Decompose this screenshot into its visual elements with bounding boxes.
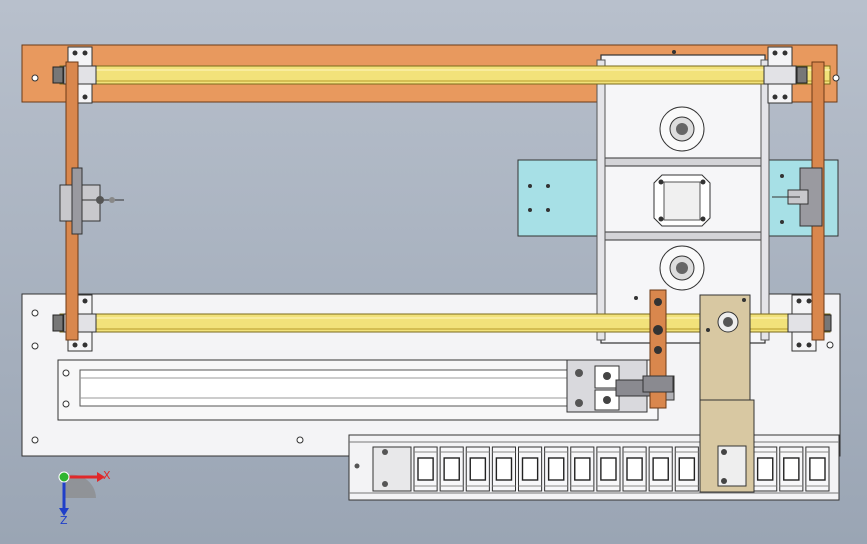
chain-link (805, 446, 830, 492)
side-arm-left (59, 61, 124, 341)
axis-triad: X Z (58, 469, 111, 527)
drag-chain (348, 434, 840, 501)
side-arm-right (772, 61, 825, 341)
chain-link (596, 446, 621, 492)
chain-link (674, 446, 699, 492)
chain-link (465, 446, 490, 492)
chain-link (753, 446, 778, 492)
chain-link (622, 446, 647, 492)
chain-link (491, 446, 516, 492)
chain-link (413, 446, 438, 492)
axis-z-label: Z (60, 514, 68, 527)
chain-link (570, 446, 595, 492)
chain-link (439, 446, 464, 492)
chain-link (518, 446, 543, 492)
axis-x-label: X (103, 469, 111, 482)
chain-link (648, 446, 673, 492)
rod-support-block (763, 46, 808, 104)
chain-link (779, 446, 804, 492)
guide-rod-top (59, 65, 831, 85)
pneumatic-cylinder (57, 359, 675, 421)
carriage-plate (596, 50, 770, 344)
lever-arm (642, 289, 674, 409)
chain-link (544, 446, 569, 492)
tan-bracket (699, 294, 755, 493)
